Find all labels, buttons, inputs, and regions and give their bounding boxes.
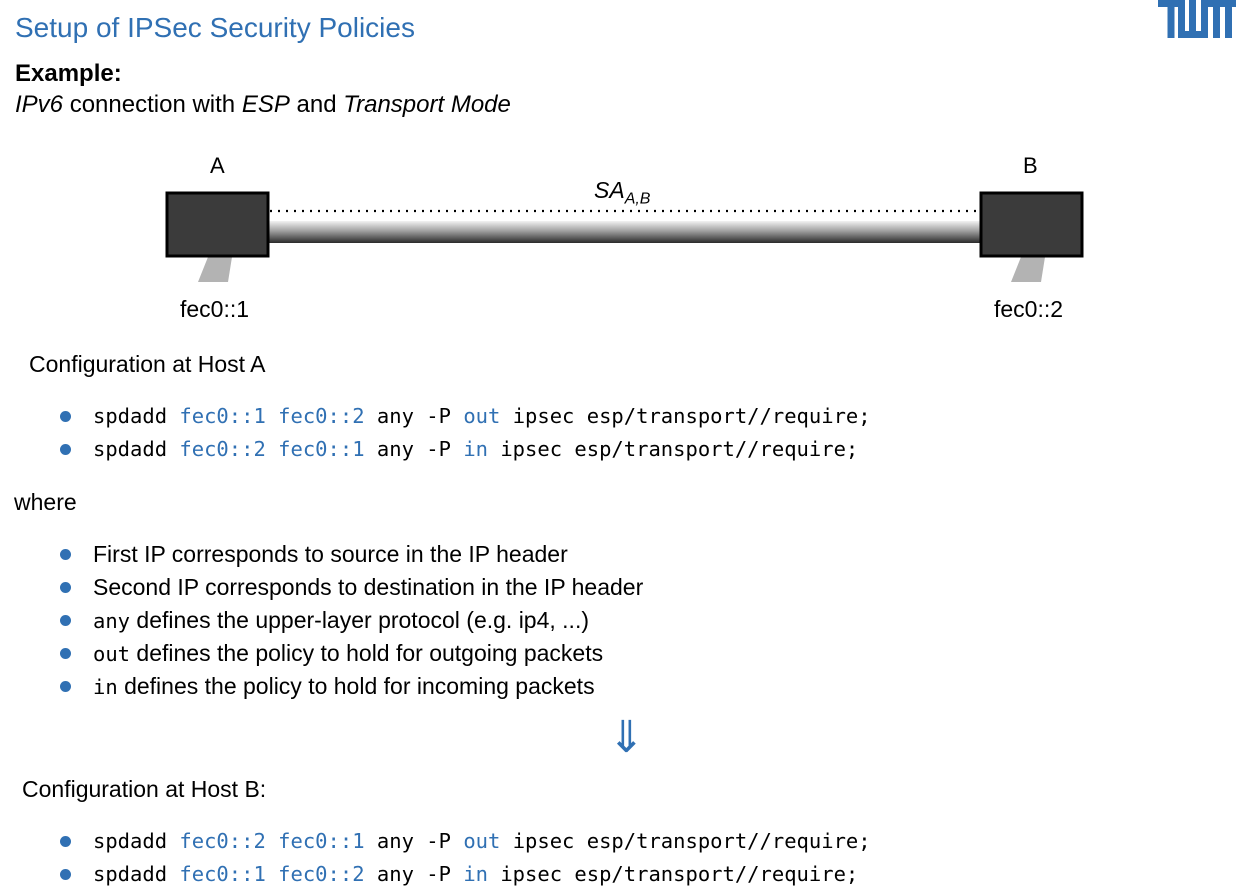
bullet-icon — [60, 549, 71, 560]
host-a-config-heading: Configuration at Host A — [29, 351, 266, 377]
where-list: First IP corresponds to source in the IP… — [60, 538, 643, 703]
example-heading: Example: — [15, 60, 122, 87]
bullet-icon — [60, 444, 71, 455]
host-b-label: B — [1023, 153, 1038, 178]
bullet-icon — [60, 582, 71, 593]
bullet-icon — [60, 411, 71, 422]
list-item: any defines the upper-layer protocol (e.… — [60, 604, 643, 637]
bullet-icon — [60, 836, 71, 847]
list-item: in defines the policy to hold for incomi… — [60, 670, 643, 703]
list-item: spdadd fec0::2 fec0::1 any -P in ipsec e… — [60, 433, 871, 466]
host-b-config-heading: Configuration at Host B: — [22, 776, 267, 802]
example-subtitle: IPv6 connection with ESP and Transport M… — [15, 91, 511, 118]
host-b-computer-icon — [979, 191, 1084, 282]
list-item: spdadd fec0::1 fec0::2 any -P out ipsec … — [60, 400, 871, 433]
list-item: out defines the policy to hold for outgo… — [60, 637, 643, 670]
config-command: spdadd fec0::2 fec0::1 any -P out ipsec … — [93, 829, 871, 853]
down-arrow-icon: ⇓ — [608, 713, 645, 762]
host-b-address: fec0::2 — [994, 296, 1064, 322]
page-title: Setup of IPSec Security Policies — [15, 12, 415, 43]
bullet-icon — [60, 869, 71, 880]
bullet-icon — [60, 648, 71, 659]
host-a-label: A — [210, 153, 225, 178]
config-command: spdadd fec0::1 fec0::2 any -P out ipsec … — [93, 404, 871, 428]
host-a-computer-icon — [165, 191, 270, 282]
config-command: spdadd fec0::2 fec0::1 any -P in ipsec e… — [93, 437, 859, 461]
network-cable — [268, 221, 982, 243]
where-heading: where — [14, 489, 77, 515]
host-b-config-list: spdadd fec0::2 fec0::1 any -P out ipsec … — [60, 825, 871, 891]
list-item: Second IP corresponds to destination in … — [60, 571, 643, 604]
bullet-icon — [60, 681, 71, 692]
ipsec-connection-diagram — [165, 191, 1084, 282]
tum-logo-icon — [1158, 0, 1236, 45]
config-command: spdadd fec0::1 fec0::2 any -P in ipsec e… — [93, 862, 859, 886]
list-item: spdadd fec0::2 fec0::1 any -P out ipsec … — [60, 825, 871, 858]
host-a-address: fec0::1 — [180, 296, 250, 322]
sa-label: SAA,B — [594, 177, 651, 208]
bullet-icon — [60, 615, 71, 626]
list-item: spdadd fec0::1 fec0::2 any -P in ipsec e… — [60, 858, 871, 891]
host-a-config-list: spdadd fec0::1 fec0::2 any -P out ipsec … — [60, 400, 871, 466]
list-item: First IP corresponds to source in the IP… — [60, 538, 643, 571]
